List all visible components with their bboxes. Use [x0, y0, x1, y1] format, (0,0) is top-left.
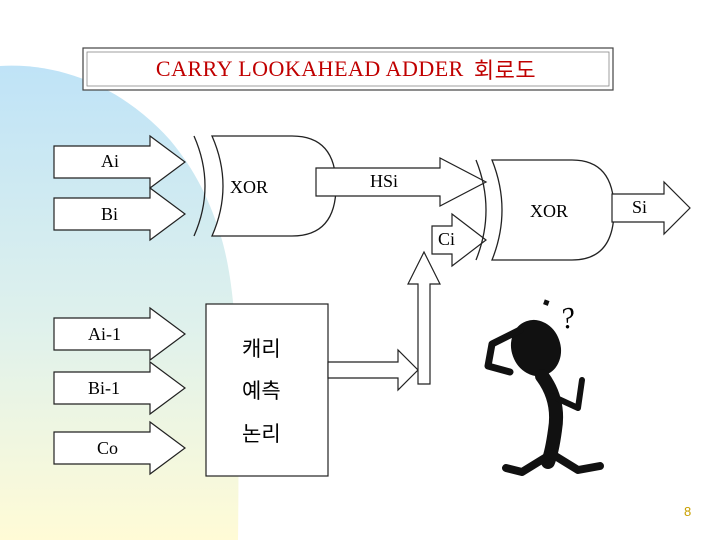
logic-label-carry: 캐리 [242, 337, 281, 361]
input-label-bi-1: Bi-1 [88, 378, 121, 398]
input-label-ai: Ai [101, 151, 119, 171]
arrow-ai [53, 134, 187, 190]
signal-label-si: Si [632, 197, 648, 217]
xor-gate-1-label: XOR [230, 177, 269, 197]
title-text: CARRY LOOKAHEAD ADDER [155, 56, 464, 81]
title-frame-inner [86, 51, 610, 87]
arrow-bi [53, 186, 187, 242]
arrow-logic-out [327, 348, 419, 392]
arrow-co [53, 420, 187, 476]
arrow-ai-1 [53, 306, 187, 362]
page-number: 8 [684, 504, 692, 519]
xor-gate-1-extra-curve [193, 135, 206, 237]
signal-label-hsi: HSi [370, 171, 399, 191]
input-label-ai-1: Ai-1 [88, 324, 121, 344]
title-frame-outer [82, 47, 614, 91]
arrow-si [611, 180, 691, 236]
xor-gate-2-label: XOR [530, 201, 569, 221]
arrow-ci [431, 212, 487, 268]
page-title: CARRY LOOKAHEAD ADDER 회로도 [83, 48, 609, 90]
background-gradient-shape [0, 65, 239, 540]
signal-label-ci: Ci [438, 229, 456, 249]
arrow-hsi [315, 157, 488, 207]
logic-label-prediction: 예측 [242, 379, 281, 403]
input-label-co: Co [97, 438, 119, 458]
input-label-bi: Bi [101, 204, 119, 224]
arrow-bi-1 [53, 360, 187, 416]
xor-gate-2-extra-curve [475, 159, 487, 261]
thinking-figure-icon [484, 299, 604, 476]
xor-gate-1-body [211, 135, 337, 237]
title-korean-text: 회로도 [473, 59, 537, 84]
arrow-logic-up [407, 250, 441, 385]
logic-label-logic: 논리 [242, 422, 281, 446]
carry-lookahead-logic-box [205, 303, 329, 477]
xor-gate-2-body [491, 159, 615, 261]
